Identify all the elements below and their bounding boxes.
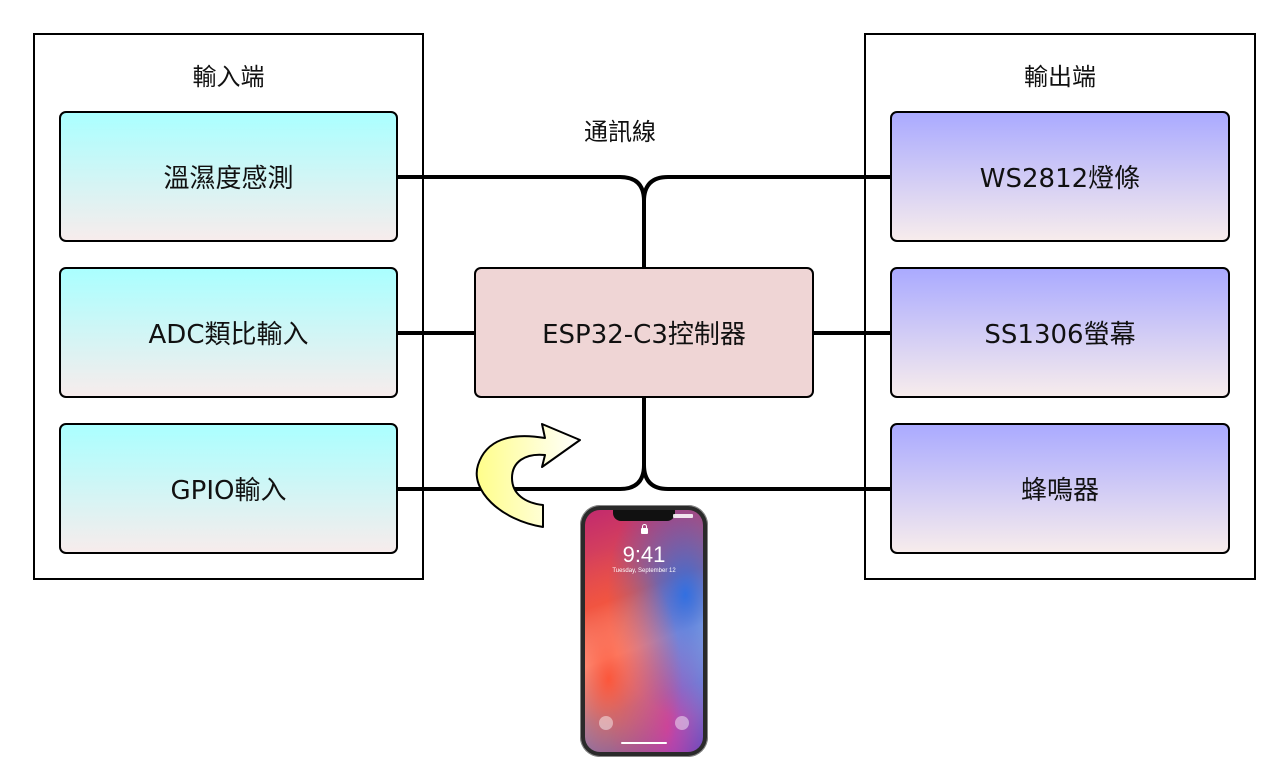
status-bar-icon [673, 514, 693, 518]
smartphone-image: 9:41 Tuesday, September 12 [580, 505, 708, 757]
wire-sensor-to-controller [398, 175, 646, 267]
sensor-label: 溫濕度感測 [163, 164, 294, 194]
curved-arrow-icon [475, 423, 581, 528]
input-group-title: 輸入端 [192, 63, 265, 91]
controller-node: ESP32-C3控制器 [474, 267, 814, 398]
lock-icon [641, 524, 648, 534]
phone-time: 9:41 [622, 542, 666, 567]
wire-ledstrip-to-controller [642, 175, 891, 202]
adc-input-label: ADC類比輸入 [148, 320, 309, 350]
ledstrip-label: WS2812燈條 [979, 164, 1141, 194]
camera-icon [675, 716, 689, 730]
sensor-node: 溫濕度感測 [59, 111, 398, 242]
phone-screen: 9:41 Tuesday, September 12 [585, 510, 703, 752]
gpio-input-node: GPIO輸入 [59, 423, 398, 554]
display-node: SS1306螢幕 [890, 267, 1230, 398]
gpio-input-label: GPIO輸入 [170, 476, 287, 506]
output-group-title: 輸出端 [1024, 63, 1096, 91]
display-label: SS1306螢幕 [984, 320, 1136, 350]
bus-label: 通訊線 [584, 118, 656, 146]
phone-notch [613, 510, 675, 521]
adc-input-node: ADC類比輸入 [59, 267, 398, 398]
controller-label: ESP32-C3控制器 [542, 320, 746, 350]
home-indicator [621, 742, 667, 744]
wire-controller-to-buzzer [642, 464, 891, 491]
buzzer-label: 蜂鳴器 [1020, 476, 1099, 506]
buzzer-node: 蜂鳴器 [890, 423, 1230, 554]
ledstrip-node: WS2812燈條 [890, 111, 1230, 242]
flashlight-icon [599, 716, 613, 730]
phone-date: Tuesday, September 12 [612, 568, 676, 574]
